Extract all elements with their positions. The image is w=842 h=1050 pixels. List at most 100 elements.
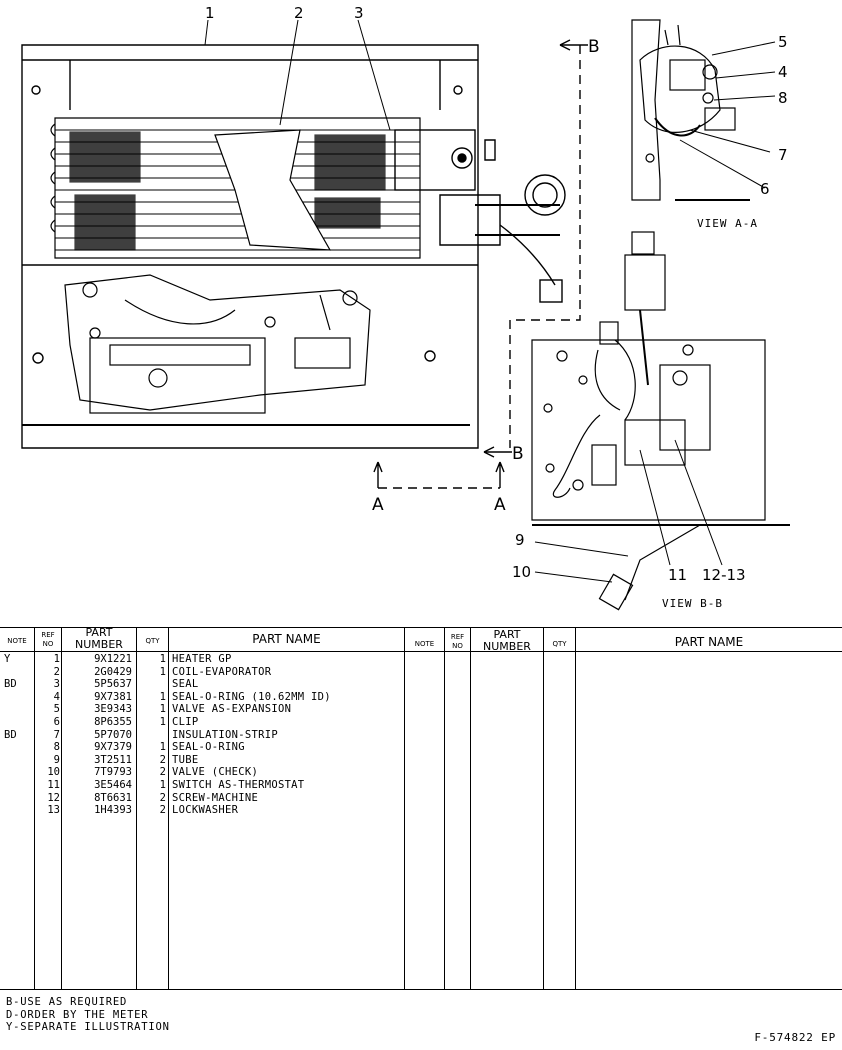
section-mark-b-bottom: B <box>512 444 524 464</box>
notes-legend: B-USE AS REQUIRED D-ORDER BY THE METER Y… <box>6 996 170 1034</box>
ref-cell: 9 <box>53 753 60 766</box>
callout-3: 3 <box>354 4 364 22</box>
ref-cell: 6 <box>53 715 60 728</box>
header-qty-2: QTY <box>552 640 567 648</box>
header-qty: QTY <box>145 637 160 645</box>
section-line-b <box>509 45 581 448</box>
table-row: 10 7T9793 2 VALVE (CHECK) <box>0 766 410 779</box>
heater-housing <box>21 44 479 449</box>
callout-5: 5 <box>778 33 788 51</box>
evaporator-coil <box>50 117 421 259</box>
qty-cell: 1 <box>159 690 166 703</box>
part-name-cell: SEAL <box>172 678 199 691</box>
parts-diagram: 1 2 3 4 5 6 7 8 9 10 11 12-13 VIEW A-A V… <box>21 4 790 611</box>
section-mark-a-left: A <box>372 495 384 515</box>
header-number-2: NUMBER <box>483 640 531 653</box>
view-bb-label: VIEW B-B <box>662 597 723 610</box>
view-aa-label: VIEW A-A <box>697 217 758 230</box>
qty-cell: 2 <box>159 766 166 779</box>
legend-line: Y-SEPARATE ILLUSTRATION <box>6 1021 170 1033</box>
note-cell: BD <box>4 728 17 741</box>
section-mark-b-top: B <box>588 37 600 57</box>
document-id: F-574822 EP <box>754 1031 836 1044</box>
table-row: 9 3T2511 2 TUBE <box>0 754 410 767</box>
callout-6: 6 <box>760 180 770 198</box>
part-number-cell: 8P6355 <box>94 715 132 728</box>
part-number-cell: 9X1221 <box>94 653 132 665</box>
header-note: NOTE <box>7 637 27 645</box>
part-name-cell: VALVE (CHECK) <box>172 766 259 779</box>
part-name-cell: COIL-EVAPORATOR <box>172 665 272 678</box>
qty-cell: 1 <box>159 741 166 754</box>
header-part-name-2: PART NAME <box>674 635 744 649</box>
callout-9: 9 <box>515 531 525 549</box>
header-part: PART <box>85 626 113 639</box>
section-mark-a-right: A <box>494 495 506 515</box>
part-name-cell: HEATER GP <box>172 653 232 665</box>
ref-cell: 2 <box>53 665 60 678</box>
expansion-valve <box>394 129 566 303</box>
note-cell: BD <box>4 678 17 691</box>
header-number: NUMBER <box>75 638 123 651</box>
qty-cell: 2 <box>159 791 166 804</box>
table-row: 12 8T6631 2 SCREW-MACHINE <box>0 792 410 805</box>
part-number-cell: 3E9343 <box>94 703 132 716</box>
qty-cell: 2 <box>159 753 166 766</box>
qty-cell: 2 <box>159 804 166 817</box>
view-bb-detail <box>531 231 790 611</box>
ref-cell: 12 <box>47 791 60 804</box>
table-row: BD 3 5P5637 SEAL <box>0 678 410 691</box>
blower-area <box>64 274 371 414</box>
part-number-cell: 7T9793 <box>94 766 132 779</box>
header-ref-2: REF <box>450 633 465 641</box>
callout-4: 4 <box>778 63 788 81</box>
qty-cell: 1 <box>159 778 166 791</box>
part-number-cell: 3T2511 <box>94 753 132 766</box>
part-number-cell: 9X7379 <box>94 741 132 754</box>
table-row: 13 1H4393 2 LOCKWASHER <box>0 804 410 817</box>
header-ref: REF <box>41 631 55 639</box>
leader-lines <box>204 19 776 583</box>
callout-11: 11 <box>668 566 687 584</box>
ref-cell: 11 <box>47 778 60 791</box>
part-name-cell: LOCKWASHER <box>172 804 239 817</box>
part-number-cell: 8T6631 <box>94 791 132 804</box>
ref-cell: 3 <box>53 678 60 691</box>
callout-1: 1 <box>205 4 215 22</box>
qty-cell: 1 <box>159 715 166 728</box>
callout-2: 2 <box>294 4 304 22</box>
part-name-cell: TUBE <box>172 753 199 766</box>
part-name-cell: SCREW-MACHINE <box>172 791 259 804</box>
callout-8: 8 <box>778 89 788 107</box>
ref-cell: 4 <box>53 690 60 703</box>
part-number-cell: 3E5464 <box>94 778 132 791</box>
qty-cell: 1 <box>159 703 166 716</box>
part-name-cell: SEAL-O-RING (10.62MM ID) <box>172 690 331 703</box>
header-no-2: NO <box>452 642 463 650</box>
legend-line: B-USE AS REQUIRED <box>6 996 128 1008</box>
ref-cell: 13 <box>47 804 60 817</box>
header-no: NO <box>42 640 54 648</box>
section-line-a <box>373 461 505 489</box>
callout-12-13: 12-13 <box>702 566 746 584</box>
qty-cell: 1 <box>159 653 166 665</box>
note-cell: Y <box>4 653 11 665</box>
part-number-cell: 5P5637 <box>94 678 132 691</box>
part-name-cell: SWITCH AS-THERMOSTAT <box>172 778 305 791</box>
ref-cell: 5 <box>53 703 60 716</box>
callout-10: 10 <box>512 563 531 581</box>
ref-cell: 10 <box>47 766 60 779</box>
part-name-cell: VALVE AS-EXPANSION <box>172 703 292 716</box>
part-number-cell: 2G0429 <box>94 665 132 678</box>
part-name-cell: SEAL-O-RING <box>172 741 245 754</box>
ref-cell: 7 <box>53 728 60 741</box>
legend-line: D-ORDER BY THE METER <box>6 1008 149 1021</box>
part-number-cell: 1H4393 <box>94 804 132 817</box>
